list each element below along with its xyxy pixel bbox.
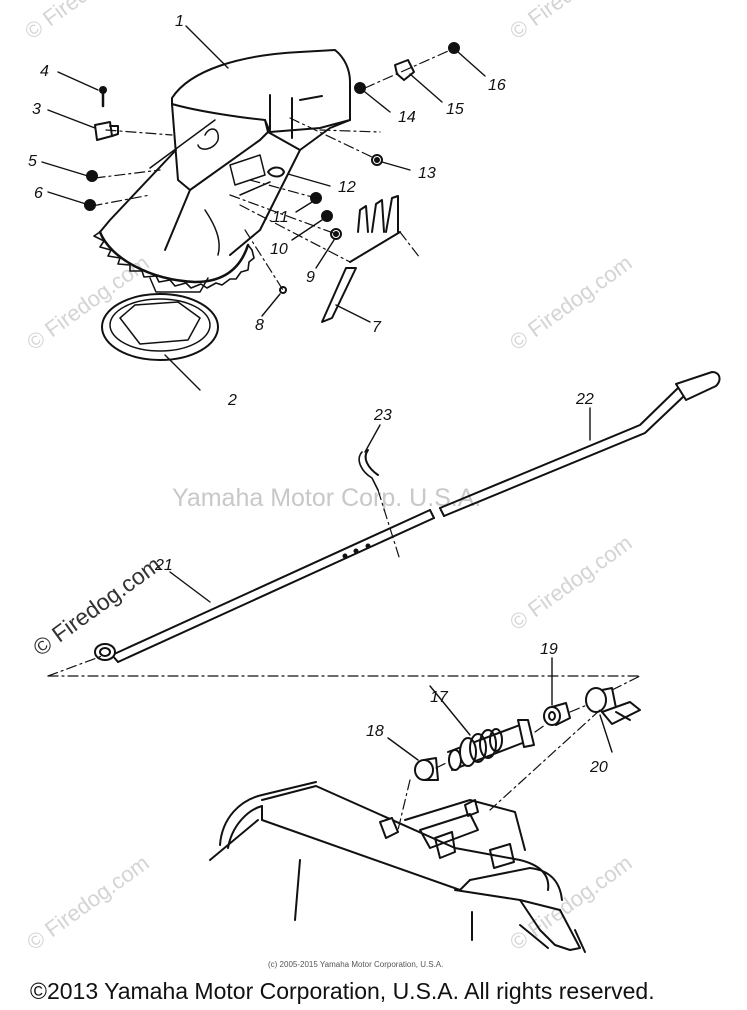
assembly-lines-upper xyxy=(91,47,456,291)
machine-frame xyxy=(209,781,586,953)
callout-18: 18 xyxy=(366,723,384,740)
callout-15: 15 xyxy=(446,101,464,118)
callout-6: 6 xyxy=(34,185,43,202)
callout-21: 21 xyxy=(154,557,173,574)
watermark-center: Yamaha Motor Corp. U.S.A. xyxy=(172,484,482,512)
callout-20: 20 xyxy=(589,759,608,776)
chute-ring xyxy=(101,293,219,361)
callout-17: 17 xyxy=(430,689,449,706)
callout-2: 2 xyxy=(227,392,237,409)
upper-rod xyxy=(439,371,721,517)
callout-3: 3 xyxy=(32,101,41,118)
hardware-left xyxy=(84,86,119,211)
callout-11: 11 xyxy=(272,209,289,226)
hinge-parts xyxy=(414,687,641,781)
leader-lines xyxy=(41,25,613,761)
callout-8: 8 xyxy=(255,317,264,334)
callout-13: 13 xyxy=(418,165,436,182)
callout-22: 22 xyxy=(575,391,594,408)
deflector-fork xyxy=(321,195,401,323)
callout-numbers: 1 2 3 4 5 6 7 8 9 10 11 12 13 14 15 16 1… xyxy=(28,13,608,776)
callout-4: 4 xyxy=(40,63,49,80)
callout-1: 1 xyxy=(175,13,184,30)
chute-housing xyxy=(99,49,351,256)
small-copyright: (c) 2005-2015 Yamaha Motor Corporation, … xyxy=(268,960,444,969)
hair-clip xyxy=(358,449,379,491)
footer-copyright: ©2013 Yamaha Motor Corporation, U.S.A. A… xyxy=(30,978,655,1004)
callout-12: 12 xyxy=(338,179,356,196)
callout-16: 16 xyxy=(488,77,506,94)
ring-gear xyxy=(93,209,255,293)
callout-7: 7 xyxy=(372,319,382,336)
callout-14: 14 xyxy=(398,109,416,126)
callout-9: 9 xyxy=(306,269,315,286)
callout-23: 23 xyxy=(373,407,392,424)
callout-19: 19 xyxy=(540,641,558,658)
callout-10: 10 xyxy=(270,241,288,258)
callout-5: 5 xyxy=(28,153,37,170)
assembly-lines-middle xyxy=(47,489,641,677)
lower-rod xyxy=(94,509,435,663)
assembly-lines-lower xyxy=(397,675,641,831)
